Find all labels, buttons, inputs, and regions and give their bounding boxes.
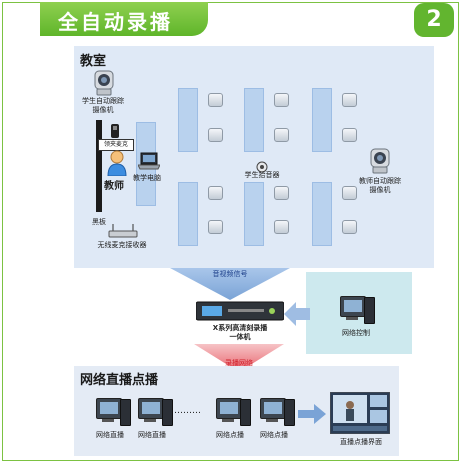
pc-label: 网络点播 xyxy=(216,431,244,439)
recorder-label-line1: X系列高清刻录播 xyxy=(212,324,268,332)
live-pc-1 xyxy=(96,398,131,426)
monitor-stand xyxy=(222,419,234,422)
pc-label: 网络直播 xyxy=(138,431,166,439)
recording-network-label: 录播网络 xyxy=(225,359,253,367)
teacher-label: 教师 xyxy=(104,181,124,192)
student-chair xyxy=(342,220,357,234)
vod-pc-1 xyxy=(216,398,251,426)
student-camera-label: 学生自动跟踪 摄像机 xyxy=(75,97,131,115)
monitor-stand xyxy=(144,419,156,422)
live-pc-2 xyxy=(138,398,173,426)
monitor-icon xyxy=(138,398,164,419)
monitor-icon xyxy=(260,398,286,419)
interface-label: 直播点播界面 xyxy=(340,438,382,446)
student-chair xyxy=(342,186,357,200)
student-chair xyxy=(274,186,289,200)
teacher-camera-label-line2: 摄像机 xyxy=(369,186,391,194)
teacher-camera-label-line1: 教师自动跟踪 xyxy=(359,177,401,185)
student-pickup-label: 学生拾音器 xyxy=(244,171,280,179)
student-chair xyxy=(274,128,289,142)
live-vod-title: 网络直播点播 xyxy=(80,373,159,388)
student-desk xyxy=(244,88,264,152)
pc-label: 网络点播 xyxy=(260,431,288,439)
student-camera-label-line2: 摄像机 xyxy=(92,106,114,114)
recorder-label: X系列高清刻录播 一体机 xyxy=(204,324,276,342)
student-chair xyxy=(274,93,289,107)
monitor-stand xyxy=(346,317,358,320)
outer-frame xyxy=(2,2,459,461)
student-camera-label-line1: 学生自动跟踪 xyxy=(82,97,124,105)
monitor-icon xyxy=(216,398,242,419)
laptop-icon xyxy=(137,152,161,170)
recording-network-arrow xyxy=(194,344,284,372)
blackboard xyxy=(96,120,102,212)
tower-icon xyxy=(240,399,251,426)
ellipsis-dots: ……… xyxy=(174,406,201,416)
page-title: 全自动录播 xyxy=(58,10,173,34)
step-number-badge: 2 xyxy=(414,3,454,37)
pc-label: 网络直播 xyxy=(96,431,124,439)
monitor-stand xyxy=(266,419,278,422)
recorder-device-icon xyxy=(195,300,285,322)
student-chair xyxy=(208,186,223,200)
tower-icon xyxy=(162,399,173,426)
wireless-receiver-icon xyxy=(108,223,138,238)
student-desk xyxy=(312,182,332,246)
student-desk xyxy=(244,182,264,246)
recorder-label-line2: 一体机 xyxy=(229,333,251,341)
student-chair xyxy=(208,220,223,234)
vod-pc-2 xyxy=(260,398,295,426)
student-chair xyxy=(274,220,289,234)
student-chair xyxy=(208,128,223,142)
student-chair xyxy=(208,93,223,107)
student-chair xyxy=(342,128,357,142)
wireless-receiver-label: 无线麦克接收器 xyxy=(97,241,147,249)
teacher-pc-label: 教学电脑 xyxy=(133,174,161,182)
monitor-stand xyxy=(102,419,114,422)
student-desk xyxy=(178,88,198,152)
tower-icon xyxy=(364,297,375,324)
student-chair xyxy=(342,93,357,107)
lapel-mic-label: 领夹麦克 xyxy=(98,139,134,151)
teacher-camera-icon xyxy=(368,148,392,174)
monitor-icon xyxy=(96,398,122,419)
teacher-person-icon xyxy=(106,150,128,177)
network-control-label: 网络控制 xyxy=(342,329,370,337)
student-desk xyxy=(178,182,198,246)
title-tab xyxy=(40,2,208,36)
lapel-mic-icon xyxy=(108,123,122,138)
av-signal-arrow xyxy=(170,268,290,300)
tower-icon xyxy=(120,399,131,426)
blackboard-label: 黑板 xyxy=(92,218,106,226)
network-control-arrow xyxy=(284,302,310,326)
pickup-mic-icon xyxy=(256,158,268,173)
student-camera-icon xyxy=(92,70,116,96)
student-desk xyxy=(312,88,332,152)
network-control-pc-icon xyxy=(340,296,375,324)
tower-icon xyxy=(284,399,295,426)
interface-screenshot xyxy=(329,391,391,435)
classroom-title: 教室 xyxy=(80,54,107,69)
monitor-icon xyxy=(340,296,366,317)
av-signal-label: 音视频信号 xyxy=(212,270,248,278)
teacher-camera-label: 教师自动跟踪 摄像机 xyxy=(352,177,408,195)
to-interface-arrow xyxy=(298,404,326,424)
